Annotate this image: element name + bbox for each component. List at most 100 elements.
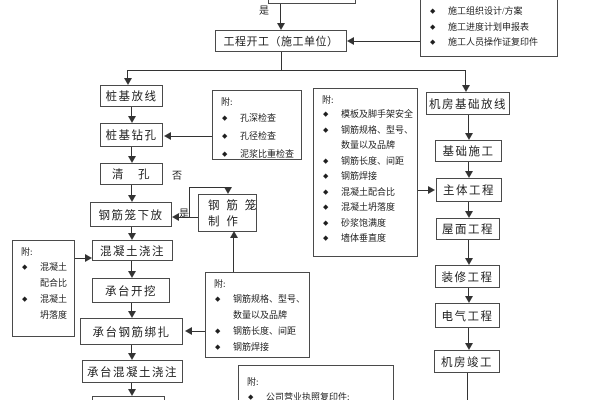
diamond-bullet-icon: ◆ — [222, 114, 228, 122]
flow-line — [467, 373, 468, 400]
diamond-bullet-icon: ◆ — [430, 7, 436, 15]
flow-line — [131, 261, 132, 272]
arrow-down-icon — [128, 195, 136, 202]
note-item-text: 施工组织设计/方案 — [448, 6, 523, 16]
arrow-down-icon — [124, 78, 132, 85]
arrow-down-icon — [462, 85, 470, 92]
flow-line — [468, 115, 469, 133]
note-item: ◆ 公司营业执照复印件: — [239, 389, 393, 400]
flow-box-cap-concrete-pouring: 承台混凝土浇注 — [82, 360, 183, 383]
arrow-left-icon — [172, 213, 179, 221]
flow-box-pile-drilling: 桩基钻孔 — [100, 123, 163, 147]
flow-line — [352, 41, 420, 42]
note-item-text: 钢筋规格、型号、数量以及品牌 — [341, 124, 414, 151]
arrow-down-icon — [128, 389, 136, 396]
note-rebar-check: 附: ◆ 钢筋规格、型号、数量以及品牌 ◆ 钢筋长度、间距 ◆钢筋焊接 — [205, 272, 310, 358]
arrow-down-icon — [465, 133, 473, 140]
note-start-docs: ◆ 施工组织设计/方案 ◆ 施工进度计划申报表 ◆ 施工人员操作证复印件 — [420, 0, 558, 57]
flow-box-cage-lowering: 钢筋笼下放 — [90, 202, 172, 227]
flow-line — [281, 52, 282, 70]
note-item-text: 公司营业执照复印件: — [266, 392, 350, 400]
note-title: 附: — [247, 377, 259, 387]
arrow-down-icon — [128, 116, 136, 123]
flow-line — [131, 147, 132, 157]
note-item: ◆ 钢筋规格、型号、数量以及品牌 — [206, 291, 309, 323]
arrow-down-icon — [465, 343, 473, 350]
flow-line — [75, 258, 86, 259]
note-item: ◆混凝土配合比 — [13, 259, 74, 291]
flow-line — [131, 383, 132, 390]
flow-box-electrical-works: 电气工程 — [435, 303, 500, 328]
flow-line — [280, 4, 281, 24]
note-item-text: 模板及脚手架安全 — [341, 109, 414, 119]
flow-line — [131, 345, 132, 354]
note-item-text: 钢筋焊接 — [341, 171, 378, 181]
flow-line — [131, 227, 132, 234]
diamond-bullet-icon: ◆ — [323, 172, 329, 180]
arrow-right-icon — [428, 186, 435, 194]
note-item-text: 钢筋规格、型号、数量以及品牌 — [233, 294, 306, 320]
diamond-bullet-icon: ◆ — [215, 327, 221, 335]
diamond-bullet-icon: ◆ — [22, 263, 28, 271]
diamond-bullet-icon: ◆ — [430, 38, 436, 46]
flow-line — [189, 188, 190, 217]
note-title: 附: — [214, 279, 226, 289]
flow-line — [468, 328, 469, 343]
diamond-bullet-icon: ◆ — [222, 150, 228, 158]
note-title: 附: — [21, 247, 33, 257]
flow-box-room-foundation-layout: 机房基础放线 — [426, 92, 510, 115]
flow-box-hole-cleaning: 清 孔 — [100, 163, 163, 185]
note-item-text: 墙体垂直度 — [341, 233, 387, 243]
bottom-cutoff-box — [92, 396, 165, 400]
note-item: ◆混凝土坍落度 — [13, 291, 74, 323]
cage-box-line2: 制 作 — [208, 216, 240, 228]
arrow-left-icon — [347, 37, 354, 45]
arrow-down-icon — [465, 211, 473, 218]
cage-box-line1: 钢 筋 笼 — [208, 200, 259, 212]
diamond-bullet-icon: ◆ — [215, 295, 221, 303]
yes-label-cage: 是 — [179, 209, 189, 220]
arrow-down-icon — [465, 171, 473, 178]
flow-line — [418, 190, 429, 191]
note-item: ◆钢筋长度、间距 — [314, 154, 417, 170]
note-item-text: 施工进度计划申报表 — [448, 21, 530, 32]
note-item: ◆ 施工进度计划申报表 — [421, 20, 557, 36]
diamond-bullet-icon: ◆ — [222, 132, 228, 140]
flow-box-decoration-works: 装修工程 — [435, 265, 500, 288]
flow-line — [127, 70, 128, 79]
note-item-text: 施工人员操作证复印件 — [448, 37, 539, 47]
arrow-up-icon — [230, 231, 238, 238]
flow-box-cap-excavation: 承台开挖 — [92, 278, 170, 303]
arrow-left-icon — [185, 327, 192, 335]
arrow-down-icon — [128, 311, 136, 318]
flow-line — [468, 202, 469, 211]
note-item: ◆砂浆饱满度 — [314, 216, 417, 232]
arrow-left-icon — [164, 132, 171, 140]
arrow-down-icon — [224, 187, 232, 194]
diamond-bullet-icon: ◆ — [430, 22, 436, 31]
note-item-text: 孔径检查 — [240, 131, 277, 141]
flow-box-roof-works: 屋面工程 — [436, 218, 500, 240]
note-item-text: 钢筋长度、间距 — [233, 326, 297, 336]
arrow-down-icon — [128, 271, 136, 278]
flow-box-pile-layout: 桩基放线 — [100, 85, 163, 107]
diamond-bullet-icon: ◆ — [323, 125, 329, 134]
flow-box-room-completion: 机房竣工 — [434, 350, 500, 373]
flow-line — [171, 136, 212, 137]
flow-line — [192, 331, 205, 332]
arrow-down-icon — [277, 23, 285, 30]
note-item-text: 混凝土坍落度 — [341, 202, 396, 212]
flow-line — [468, 288, 469, 296]
note-item: ◆钢筋焊接 — [206, 339, 309, 355]
diamond-bullet-icon: ◆ — [248, 393, 254, 400]
diamond-bullet-icon: ◆ — [323, 187, 329, 196]
note-license: 附: ◆ 公司营业执照复印件: — [238, 365, 394, 400]
note-item: ◆ 施工人员操作证复印件 — [421, 35, 557, 51]
note-item-text: 混凝土配合比 — [341, 186, 396, 197]
arrow-down-icon — [128, 156, 136, 163]
note-item: ◆模板及脚手架安全 — [314, 107, 417, 123]
arrow-down-icon — [465, 258, 473, 265]
diamond-bullet-icon: ◆ — [323, 203, 329, 211]
note-item-text: 混凝土坍落度 — [40, 294, 68, 320]
